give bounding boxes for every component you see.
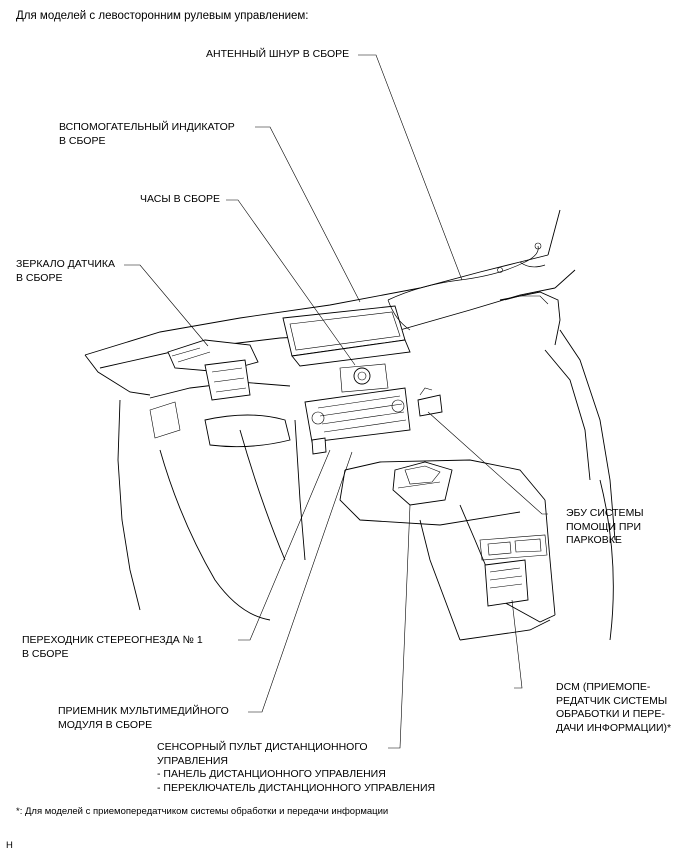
aux-display-part <box>282 305 411 367</box>
leader-lines <box>124 54 548 749</box>
remote-touch-part <box>392 461 453 506</box>
label-dcm: DCM (ПРИЕМОПЕ- РЕДАТЧИК СИСТЕМЫ ОБРАБОТК… <box>556 681 672 734</box>
label-aux-indicator: ВСПОМОГАТЕЛЬНЫЙ ИНДИКАТОР В СБОРЕ <box>59 121 235 147</box>
label-parking-ecu: ЭБУ СИСТЕМЫ ПОМОЩИ ПРИ ПАРКОВКЕ <box>566 507 644 546</box>
page-heading: Для моделей с левосторонним рулевым упра… <box>16 10 309 22</box>
antenna-cord <box>387 242 546 331</box>
clock-part <box>339 363 389 393</box>
parking-ecu-part <box>417 387 443 417</box>
footnote: *: Для моделей с приемопередатчиком сист… <box>16 806 389 817</box>
label-remote-touch: СЕНСОРНЫЙ ПУЛЬТ ДИСТАНЦИОННОГО УПРАВЛЕНИ… <box>157 741 436 794</box>
label-stereo-adapter: ПЕРЕХОДНИК СТЕРЕОГНЕЗДА № 1 В СБОРЕ <box>22 634 203 660</box>
center-stack-part <box>304 387 411 455</box>
sensor-mirror-part <box>167 339 259 401</box>
figure-code: H <box>6 840 13 851</box>
label-clock: ЧАСЫ В СБОРЕ <box>140 193 221 205</box>
dcm-part <box>484 559 529 607</box>
label-sensor-mirror: ЗЕРКАЛО ДАТЧИКА В СБОРЕ <box>16 258 116 284</box>
label-multimedia-receiver: ПРИЕМНИК МУЛЬТИМЕДИЙНОГО МОДУЛЯ В СБОРЕ <box>58 705 229 731</box>
dashboard-outline <box>84 209 616 641</box>
label-antenna-cord: АНТЕННЫЙ ШНУР В СБОРЕ <box>206 48 350 60</box>
